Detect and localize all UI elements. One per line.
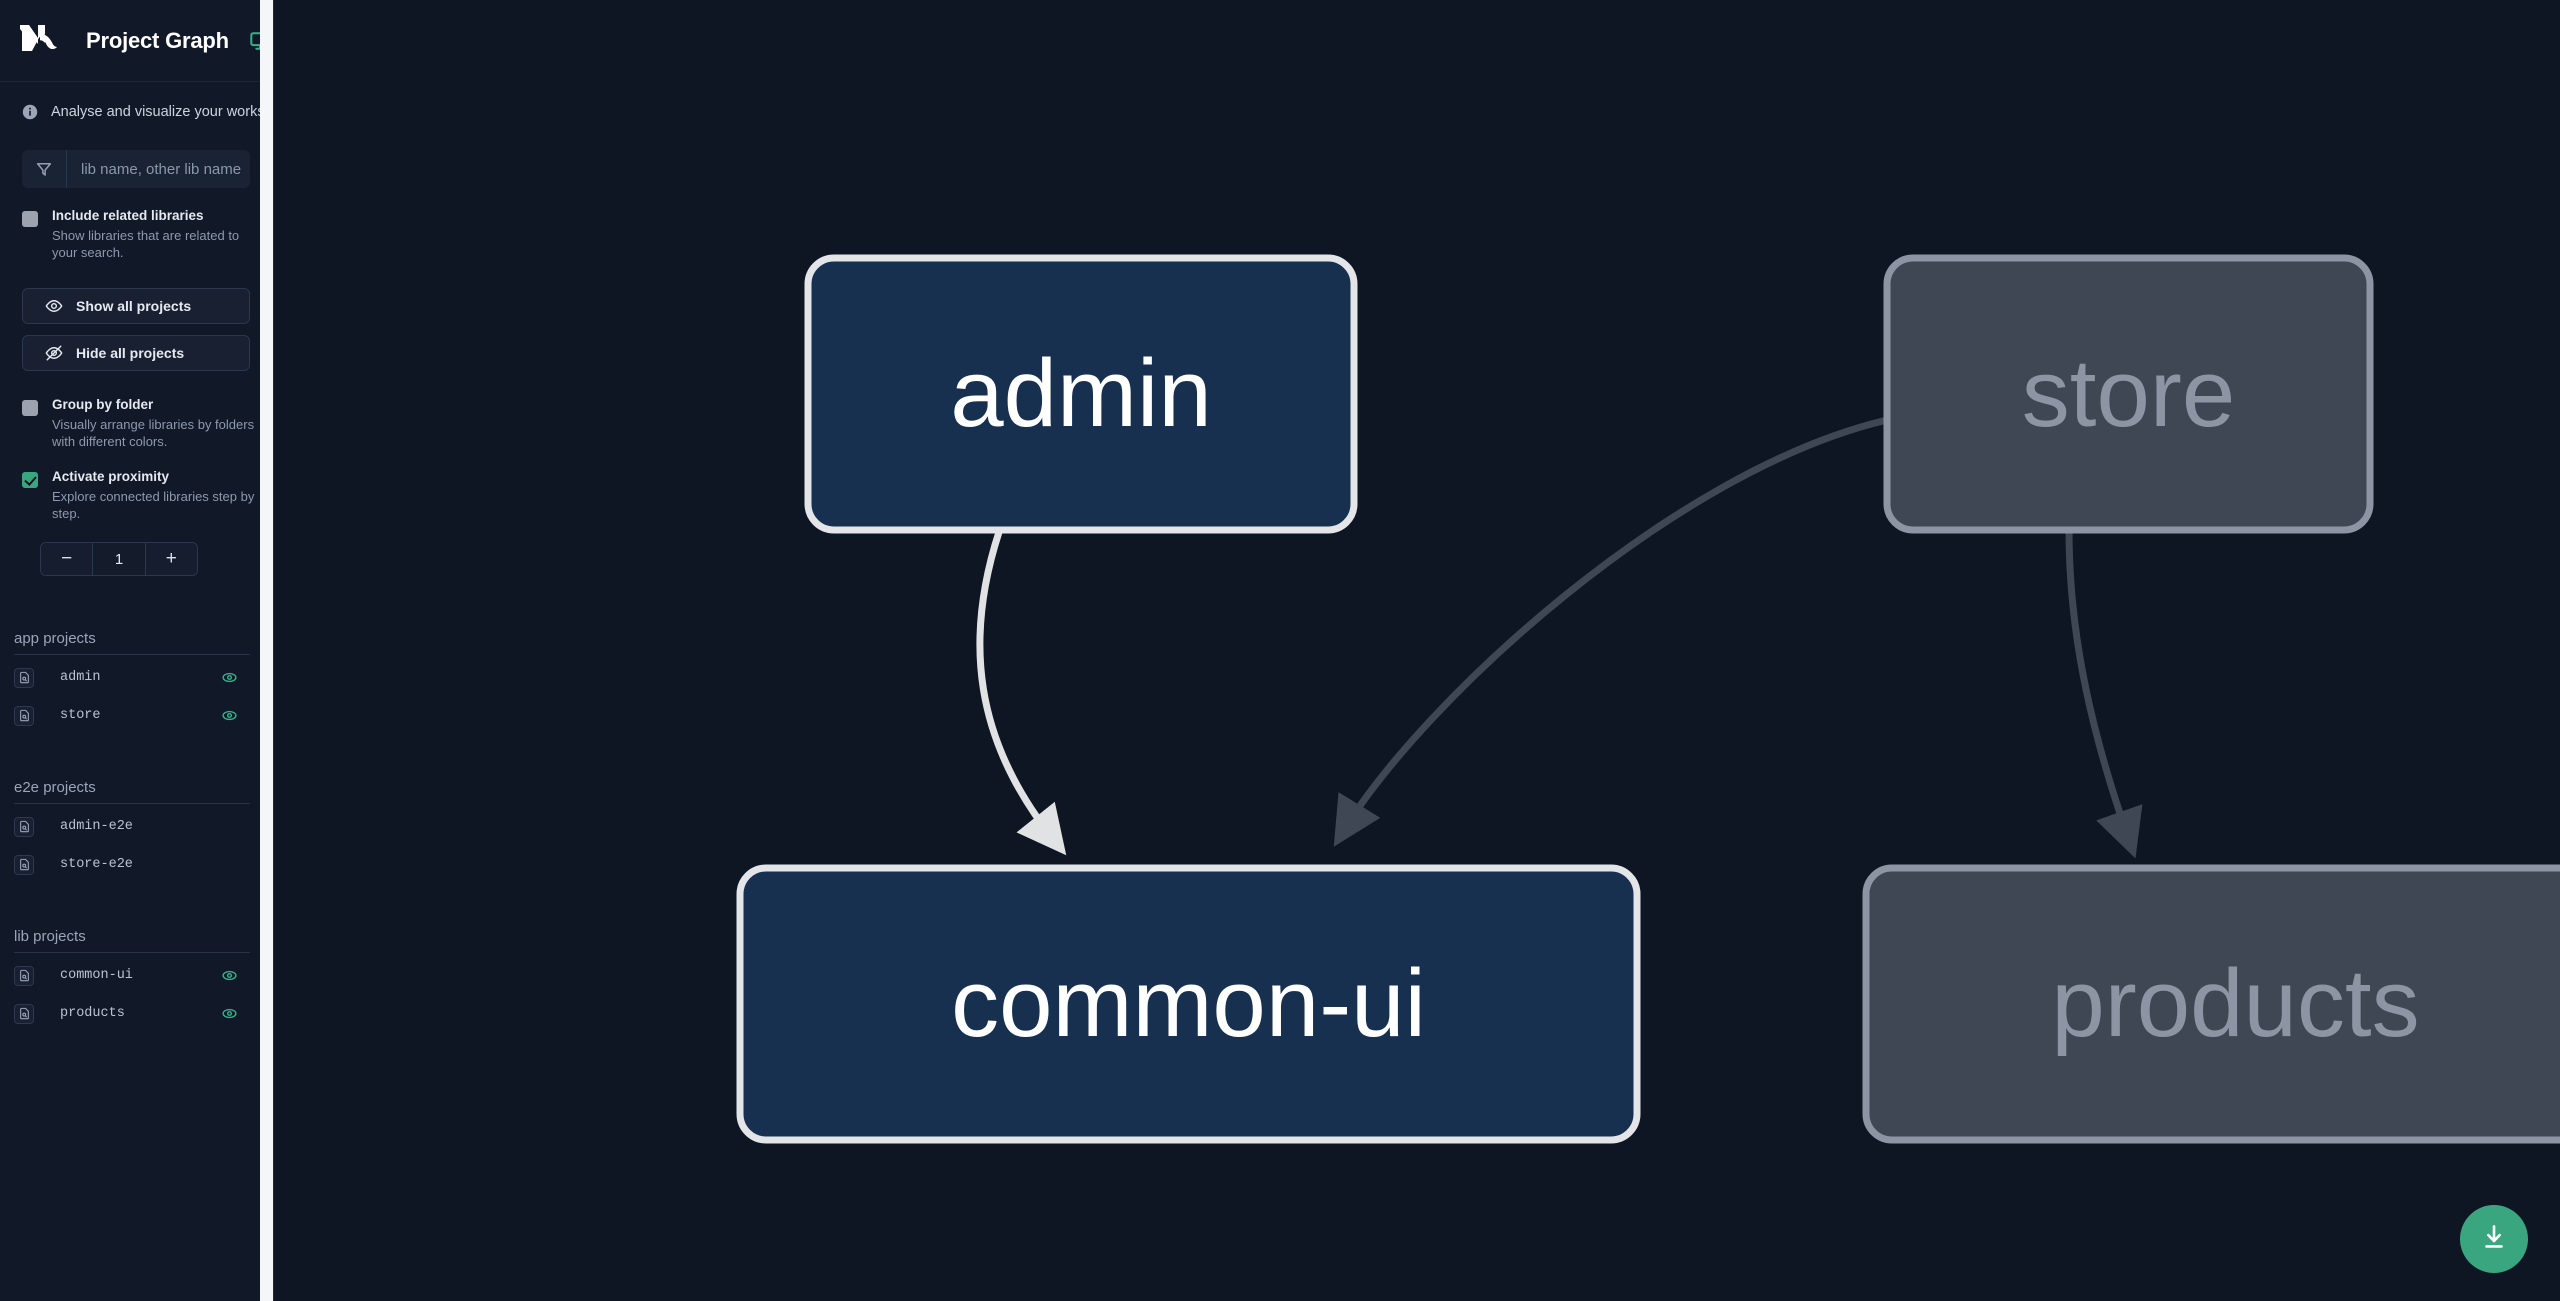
graph-edge-store-to-common-ui [1333, 416, 1888, 847]
proximity-decrement-button[interactable]: − [41, 543, 93, 575]
group-title: app projects [14, 630, 250, 655]
project-group-e2e-projects: e2e projects admin-e2e [14, 779, 250, 880]
project-name: store [60, 708, 101, 723]
graph-edge-admin-to-common-ui [976, 530, 1067, 856]
project-name: admin [60, 670, 101, 685]
option-title: Include related libraries [52, 208, 204, 223]
group-title: e2e projects [14, 779, 250, 804]
show-all-projects-label: Show all projects [76, 298, 192, 314]
project-file-icon [14, 816, 34, 837]
option-activate-proximity[interactable]: Activate proximity Explore connected lib… [0, 450, 255, 522]
project-visibility-eye-icon[interactable] [221, 967, 238, 984]
download-button[interactable] [2460, 1205, 2528, 1273]
download-icon [2479, 1222, 2509, 1257]
graph-node-common-ui[interactable] [736, 864, 1641, 1144]
option-group-by-folder[interactable]: Group by folder Visually arrange librari… [0, 371, 255, 450]
list-item[interactable]: admin [14, 662, 250, 693]
hide-all-projects-button[interactable]: Hide all projects [22, 335, 250, 371]
search-input[interactable] [67, 150, 250, 188]
list-item[interactable]: common-ui [14, 960, 250, 991]
graph-node-products[interactable] [1862, 864, 2560, 1144]
graph-canvas[interactable]: admin store common-ui products [274, 0, 2560, 1301]
list-item[interactable]: products [14, 998, 250, 1029]
option-title: Group by folder [52, 397, 154, 412]
group-by-folder-checkbox[interactable] [22, 400, 38, 416]
sidebar-scrollbar[interactable] [260, 0, 273, 1301]
graph-node-store[interactable] [1883, 254, 2374, 534]
option-include-related-libraries[interactable]: Include related libraries Show libraries… [0, 188, 255, 261]
sidebar-header: Project Graph [0, 0, 270, 82]
project-file-icon [14, 1003, 34, 1024]
option-description: Show libraries that are related to your … [52, 228, 240, 260]
proximity-stepper[interactable]: − 1 + [40, 542, 198, 576]
project-visibility-eye-icon[interactable] [221, 1005, 238, 1022]
proximity-value: 1 [92, 543, 146, 575]
project-name: products [60, 1006, 125, 1021]
nx-logo-icon [18, 21, 62, 61]
project-file-icon [14, 965, 34, 986]
list-item[interactable]: store [14, 700, 250, 731]
info-icon [22, 104, 38, 120]
project-group-lib-projects: lib projects common-ui [14, 928, 250, 1029]
graph-edge-store-to-products [2065, 529, 2143, 859]
option-description: Explore connected libraries step by step… [52, 489, 255, 521]
group-title: lib projects [14, 928, 250, 953]
show-all-projects-button[interactable]: Show all projects [22, 288, 250, 324]
project-file-icon [14, 705, 34, 726]
eye-off-icon [45, 344, 63, 362]
project-name: store-e2e [60, 857, 133, 872]
project-name: admin-e2e [60, 819, 133, 834]
graph-node-admin[interactable] [804, 254, 1358, 534]
sidebar: Project Graph [0, 0, 274, 1301]
activate-proximity-checkbox[interactable] [22, 472, 38, 488]
project-group-app-projects: app projects admin [14, 630, 250, 731]
project-name: common-ui [60, 968, 133, 983]
filter-icon[interactable] [22, 150, 67, 188]
tagline-text: Analyse and visualize your workspace. [51, 104, 273, 120]
option-title: Activate proximity [52, 469, 170, 484]
tagline: Analyse and visualize your workspace. [0, 82, 273, 120]
option-description: Visually arrange libraries by folders wi… [52, 417, 255, 449]
eye-icon [45, 297, 63, 315]
page-title: Project Graph [86, 27, 229, 53]
search-box[interactable] [22, 150, 250, 188]
proximity-increment-button[interactable]: + [145, 543, 197, 575]
project-file-icon [14, 667, 34, 688]
project-file-icon [14, 854, 34, 875]
project-visibility-eye-icon[interactable] [221, 669, 238, 686]
list-item[interactable]: store-e2e [14, 849, 250, 880]
list-item[interactable]: admin-e2e [14, 811, 250, 842]
hide-all-projects-label: Hide all projects [76, 345, 185, 361]
project-visibility-eye-icon[interactable] [221, 707, 238, 724]
include-related-libraries-checkbox[interactable] [22, 211, 38, 227]
